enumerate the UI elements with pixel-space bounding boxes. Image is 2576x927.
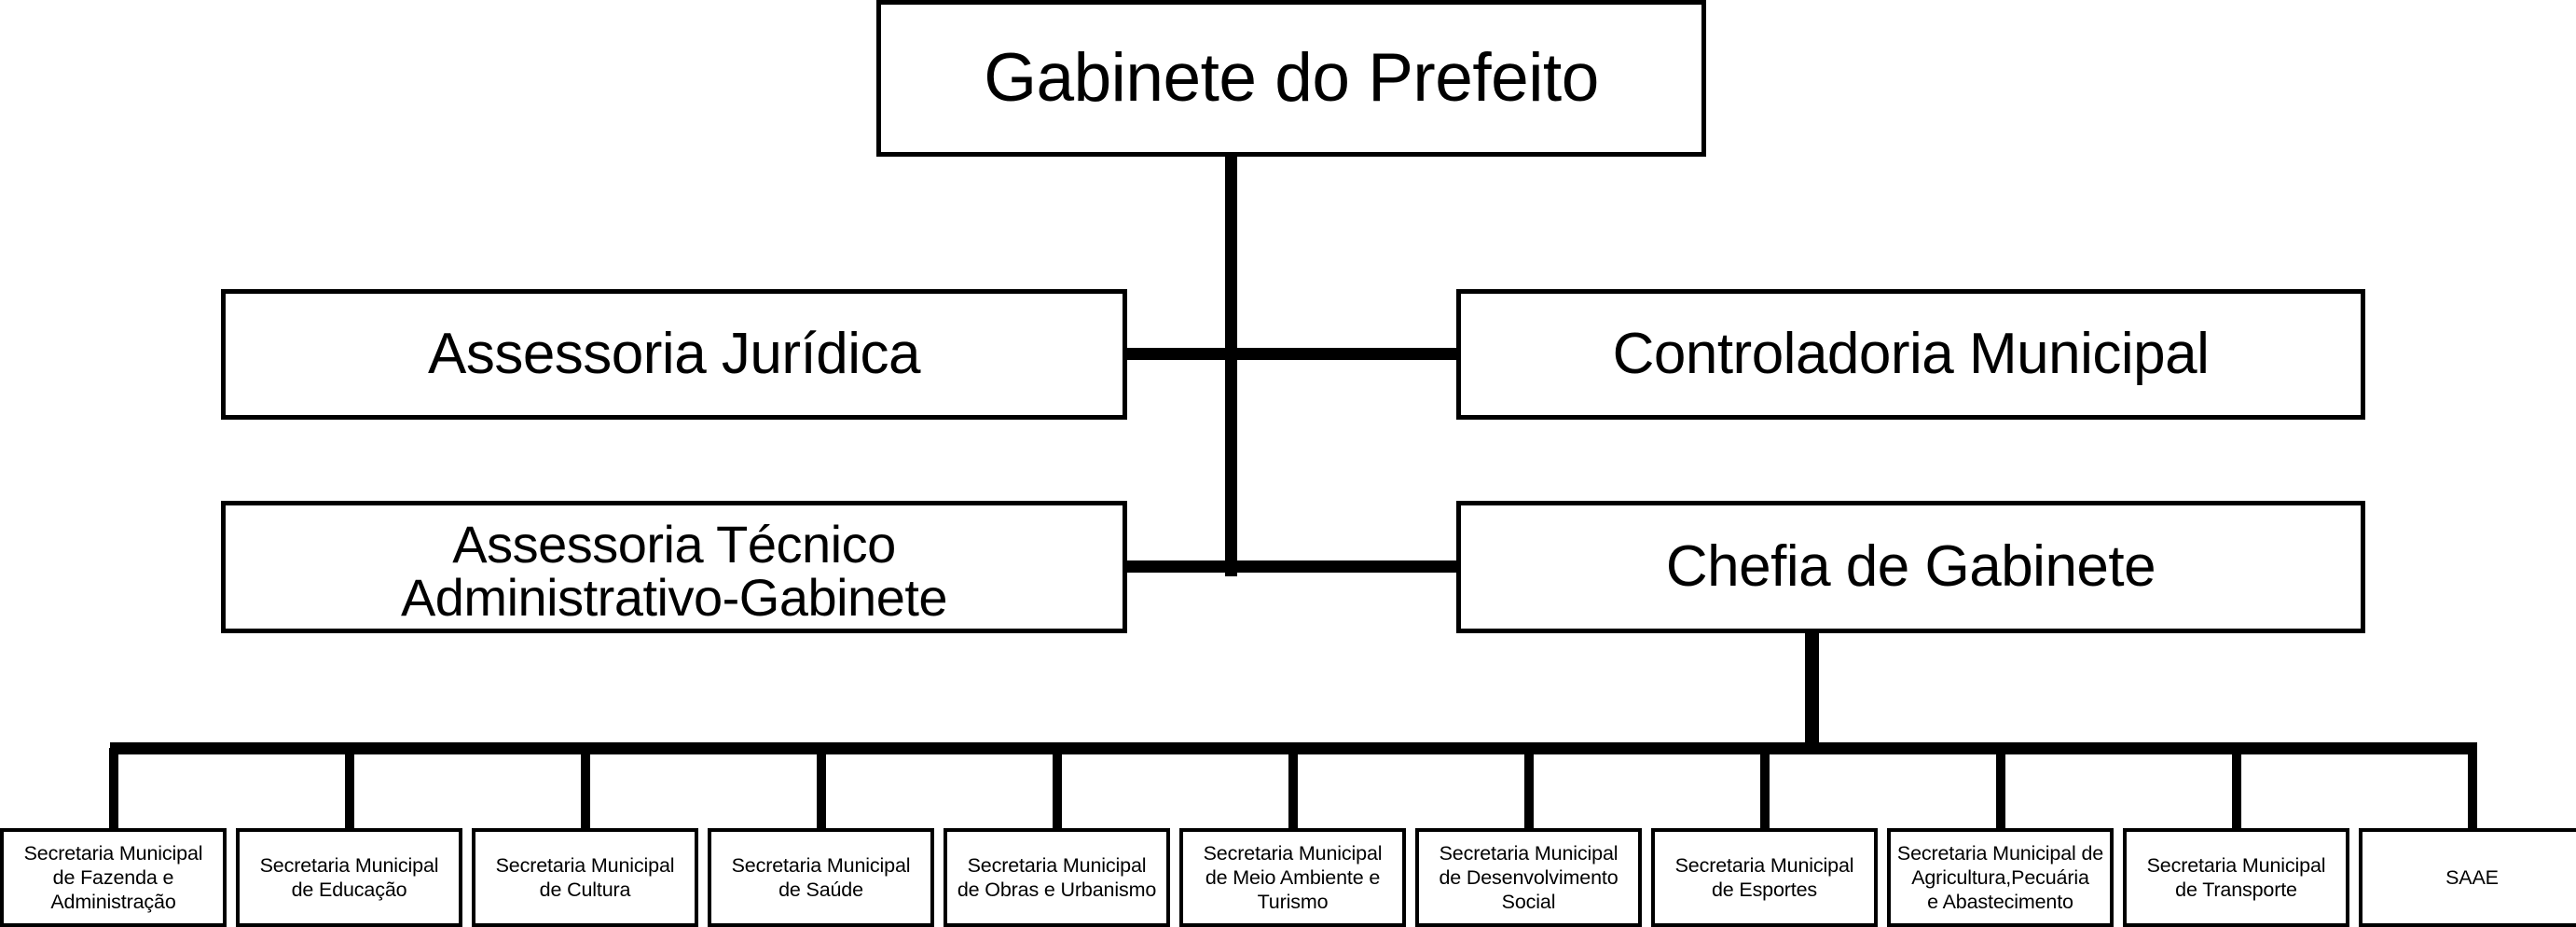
connector-drop-secretaria-municipal-de-desenvolvimento-social: [1523, 748, 1534, 832]
node-secretaria-municipal-de-fazenda-e-administracao[interactable]: Secretaria Municipal de Fazenda e Admini…: [0, 828, 227, 927]
node-label: Secretaria Municipal de Meio Ambiente e …: [1203, 841, 1383, 914]
node-label: Secretaria Municipal de Cultura: [495, 853, 675, 901]
node-saae[interactable]: SAAE: [2359, 828, 2576, 927]
connector-drop-secretaria-municipal-de-cultura: [580, 748, 590, 832]
node-label: Secretaria Municipal de Esportes: [1674, 853, 1854, 901]
node-label: Gabinete do Prefeito: [984, 39, 1599, 116]
connector-drop-secretaria-municipal-de-obras-e-urbanismo: [1052, 748, 1062, 832]
node-label: Secretaria Municipal de Agricultura,Pecu…: [1896, 841, 2104, 914]
connector-drop-secretaria-municipal-de-transporte: [2231, 748, 2241, 832]
node-secretaria-municipal-de-obras-e-urbanismo[interactable]: Secretaria Municipal de Obras e Urbanism…: [944, 828, 1170, 927]
node-label: Secretaria Municipal de Transporte: [2146, 853, 2326, 901]
node-label: SAAE: [2445, 865, 2499, 889]
connector-drop-secretaria-municipal-de-fazenda-e-administracao: [108, 748, 118, 832]
node-label: Secretaria Municipal de Obras e Urbanism…: [957, 853, 1157, 901]
node-label: Assessoria Técnico Administrativo-Gabine…: [400, 514, 948, 627]
connector-chefia-drop: [1805, 633, 1819, 753]
node-label: Secretaria Municipal de Desenvolvimento …: [1439, 841, 1619, 914]
node-secretaria-municipal-de-cultura[interactable]: Secretaria Municipal de Cultura: [472, 828, 698, 927]
node-label: Secretaria Municipal de Educação: [259, 853, 439, 901]
node-secretaria-municipal-de-saude[interactable]: Secretaria Municipal de Saúde: [708, 828, 934, 927]
node-secretaria-municipal-de-educacao[interactable]: Secretaria Municipal de Educação: [236, 828, 462, 927]
node-assessoria-tecnico-administrativo-gabinete[interactable]: Assessoria Técnico Administrativo-Gabine…: [221, 501, 1127, 633]
connector-arm-chefia: [1225, 560, 1460, 573]
node-secretaria-municipal-de-esportes[interactable]: Secretaria Municipal de Esportes: [1651, 828, 1878, 927]
node-label: Secretaria Municipal de Fazenda e Admini…: [23, 841, 203, 914]
node-controladoria-municipal[interactable]: Controladoria Municipal: [1456, 289, 2365, 420]
connector-drop-secretaria-municipal-de-esportes: [1759, 748, 1770, 832]
connector-arm-assessoria-tecnico: [1123, 560, 1233, 573]
node-secretaria-municipal-de-transporte[interactable]: Secretaria Municipal de Transporte: [2123, 828, 2349, 927]
connector-drop-secretaria-municipal-de-meio-ambiente-e-turismo: [1288, 748, 1298, 832]
node-label: Chefia de Gabinete: [1665, 534, 2156, 600]
node-label: Secretaria Municipal de Saúde: [731, 853, 911, 901]
node-chefia-de-gabinete[interactable]: Chefia de Gabinete: [1456, 501, 2365, 633]
connector-arm-juridica: [1123, 348, 1233, 360]
connector-arm-controladoria: [1225, 348, 1460, 360]
node-assessoria-juridica[interactable]: Assessoria Jurídica: [221, 289, 1127, 420]
connector-drop-saae: [2467, 748, 2477, 832]
node-gabinete-do-prefeito[interactable]: Gabinete do Prefeito: [876, 0, 1706, 157]
node-secretaria-municipal-de-agricultura-pecuaria-e-abastecimento[interactable]: Secretaria Municipal de Agricultura,Pecu…: [1887, 828, 2114, 927]
node-label: Controladoria Municipal: [1612, 322, 2210, 387]
connector-drop-secretaria-municipal-de-saude: [816, 748, 826, 832]
connector-drop-secretaria-municipal-de-agricultura-pecuaria-e-abastecimento: [1995, 748, 2005, 832]
connector-drop-secretaria-municipal-de-educacao: [344, 748, 354, 832]
node-label: Assessoria Jurídica: [427, 322, 921, 387]
connector-spine-vertical: [1225, 152, 1237, 576]
node-secretaria-municipal-de-desenvolvimento-social[interactable]: Secretaria Municipal de Desenvolvimento …: [1415, 828, 1642, 927]
node-secretaria-municipal-de-meio-ambiente-e-turismo[interactable]: Secretaria Municipal de Meio Ambiente e …: [1179, 828, 1406, 927]
